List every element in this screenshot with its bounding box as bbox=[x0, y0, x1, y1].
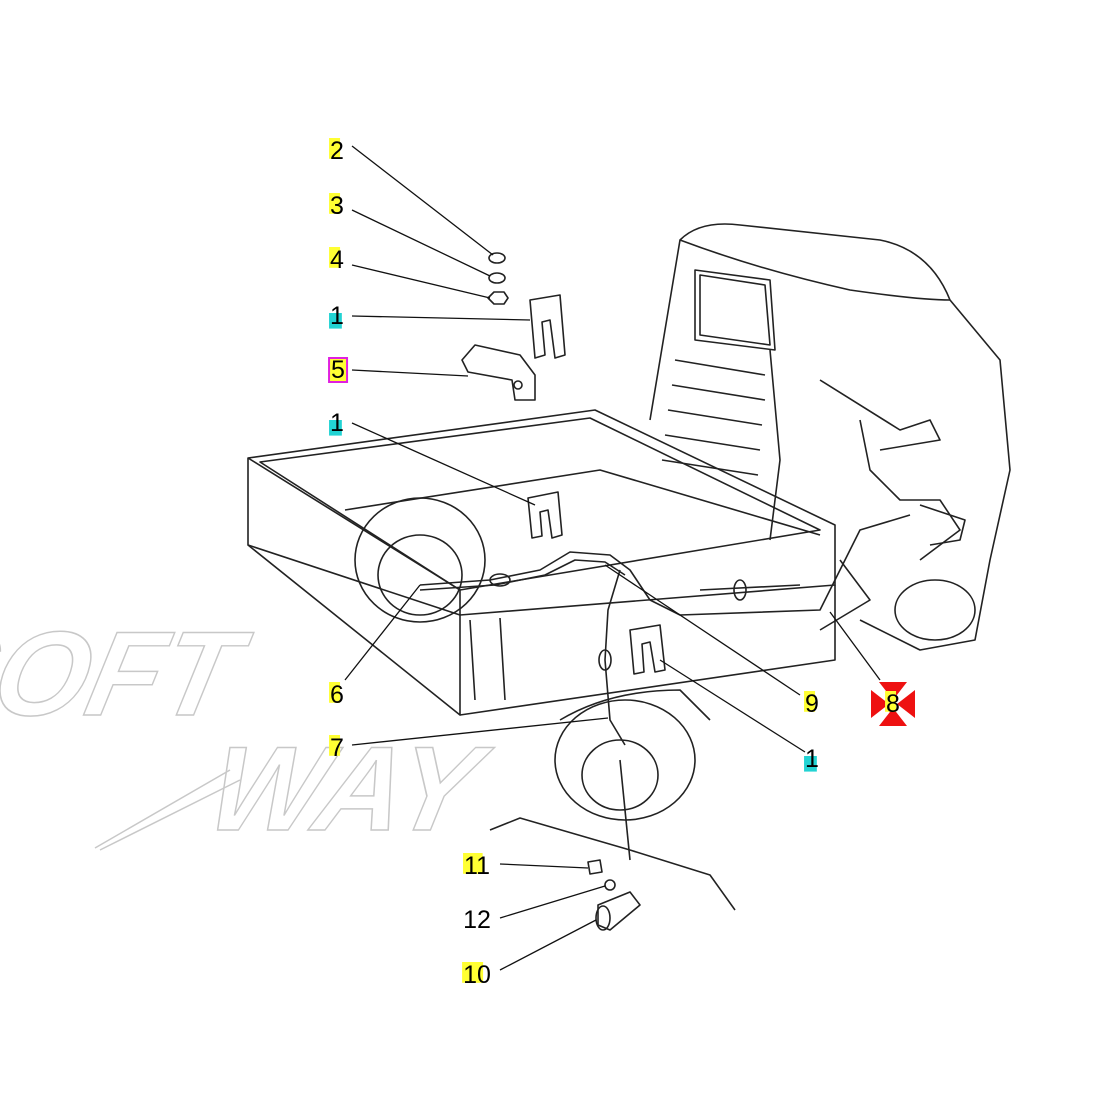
callout-10[interactable]: 10 bbox=[462, 961, 492, 989]
callout-6[interactable]: 6 bbox=[329, 681, 345, 709]
truck-wheels bbox=[354, 497, 736, 911]
truck-cab bbox=[649, 223, 1011, 651]
truck-bed bbox=[247, 409, 836, 716]
callout-12[interactable]: 12 bbox=[463, 906, 491, 934]
softway-watermark: SOFT WAY bbox=[0, 605, 502, 856]
part-4-nut bbox=[487, 291, 509, 305]
callout-3[interactable]: 3 bbox=[329, 192, 345, 220]
watermark-way: WAY bbox=[198, 721, 501, 855]
callout-8[interactable]: 8 bbox=[885, 690, 901, 718]
part-2-nut bbox=[488, 252, 506, 264]
part-12-washer bbox=[604, 879, 616, 891]
leader-lines bbox=[344, 145, 881, 971]
callout-4[interactable]: 4 bbox=[329, 246, 345, 274]
part-10-clamp bbox=[597, 891, 641, 931]
callout-1-mid[interactable]: 1 bbox=[329, 409, 345, 437]
part-1-clip-mid bbox=[527, 491, 563, 539]
callout-7[interactable]: 7 bbox=[329, 734, 345, 762]
small-parts bbox=[461, 252, 666, 931]
red-cross-marker-icon bbox=[871, 682, 915, 726]
callout-1-top[interactable]: 1 bbox=[329, 302, 345, 330]
watermark-soft: SOFT bbox=[0, 606, 260, 740]
callout-11[interactable]: 11 bbox=[463, 852, 491, 880]
callout-1-low[interactable]: 1 bbox=[804, 745, 820, 773]
part-3-washer bbox=[488, 272, 506, 284]
part-5-bracket bbox=[461, 344, 536, 401]
callout-9[interactable]: 9 bbox=[804, 690, 820, 718]
part-1-clip-low bbox=[629, 624, 666, 675]
callout-5-selected[interactable]: 5 bbox=[328, 356, 348, 384]
part-1-clip-top bbox=[529, 294, 566, 359]
brake-cable bbox=[419, 514, 911, 861]
callout-2[interactable]: 2 bbox=[329, 137, 345, 165]
part-11-screw bbox=[587, 859, 603, 875]
